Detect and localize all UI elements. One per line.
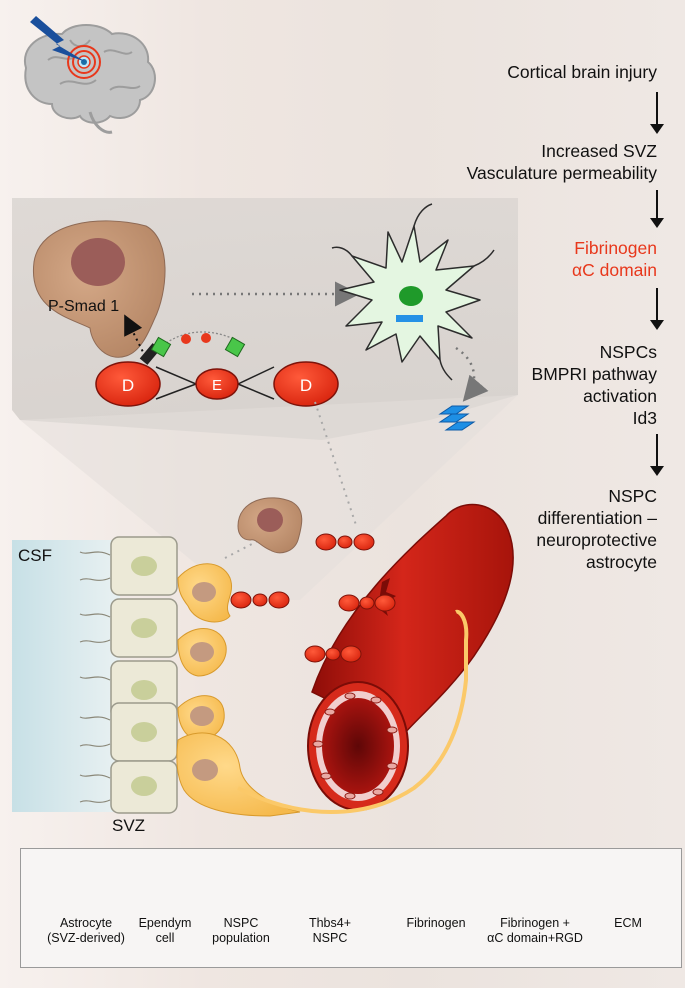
- brain-icon: [23, 24, 156, 134]
- flow-step-astrocyte: astrocyte: [586, 552, 657, 572]
- target-icon: [67, 45, 101, 79]
- flow-step-ac-domain: αC domain: [571, 260, 657, 280]
- legend-fibrinogen-label: Fibrinogen: [406, 916, 466, 930]
- legend-nspc-label: NSPC population: [204, 916, 278, 946]
- thbs4-nspc-cell-large: P-Smad 1: [33, 220, 166, 365]
- legend-ependym-label: Ependym cell: [134, 916, 196, 946]
- legend-thbs4-line1: Thbs4+: [308, 916, 352, 930]
- flow-step-fibrinogen: Fibrinogen: [574, 238, 657, 258]
- nspc-cells: [176, 563, 301, 817]
- flow-step-id3: Id3: [632, 408, 657, 428]
- ependym-cells: [79, 536, 178, 814]
- flow-step-nspc: NSPC: [608, 486, 657, 506]
- flow-step-neuroprotective: neuroprotective: [536, 530, 657, 550]
- flow-step-bmpri: BMPRI pathway: [531, 364, 657, 384]
- csf-label: CSF: [18, 546, 52, 565]
- legend-ependym-line1: Ependym: [138, 916, 192, 930]
- legend-thbs4-line2: NSPC: [312, 931, 348, 945]
- psmad-label: P-Smad 1: [48, 298, 119, 315]
- blood-vessel: [307, 503, 514, 811]
- legend-ecm-label: ECM: [614, 916, 642, 930]
- legend-box: [20, 848, 682, 968]
- e-mid-label: E: [212, 377, 222, 394]
- flow-step-injury: Cortical brain injury: [507, 62, 657, 82]
- legend-nspc-line1: NSPC: [223, 916, 259, 930]
- flow-step-svz: Increased SVZ: [541, 141, 657, 161]
- fibrinogen-ac-domain: D E D: [95, 331, 339, 407]
- legend-thbs4-label: Thbs4+ NSPC: [302, 916, 358, 946]
- legend-nspc-line2: population: [212, 931, 270, 945]
- lightning-icon: [30, 16, 86, 62]
- fibrinogen-molecules: [230, 533, 396, 663]
- thbs4-nspc-cell-small: [237, 497, 303, 554]
- flow-step-differentiation: differentiation –: [537, 508, 657, 528]
- legend-astrocyte-label: Astrocyte (SVZ-derived): [40, 916, 132, 946]
- flow-step-permeability: Vasculature permeability: [466, 163, 657, 183]
- svz-label: SVZ: [112, 816, 146, 835]
- flow-step-activation: activation: [583, 386, 657, 406]
- csf-band: [12, 540, 120, 812]
- astrocyte-cell: [331, 203, 495, 402]
- legend-fibac-line2: αC domain+RGD: [487, 931, 583, 945]
- d-right-label: D: [300, 376, 312, 395]
- legend-fibac-line1: Fibrinogen +: [500, 916, 570, 930]
- legend-astrocyte-line2: (SVZ-derived): [47, 931, 125, 945]
- legend-ependym-line2: cell: [155, 931, 175, 945]
- ecm-icon: [438, 405, 476, 431]
- d-left-label: D: [122, 376, 134, 395]
- legend-astrocyte-line1: Astrocyte: [59, 916, 113, 930]
- flow-step-nspcs: NSPCs: [599, 342, 657, 362]
- flow-arrows: [650, 92, 664, 476]
- legend-fibrinogen-ac-label: Fibrinogen + αC domain+RGD: [486, 916, 584, 946]
